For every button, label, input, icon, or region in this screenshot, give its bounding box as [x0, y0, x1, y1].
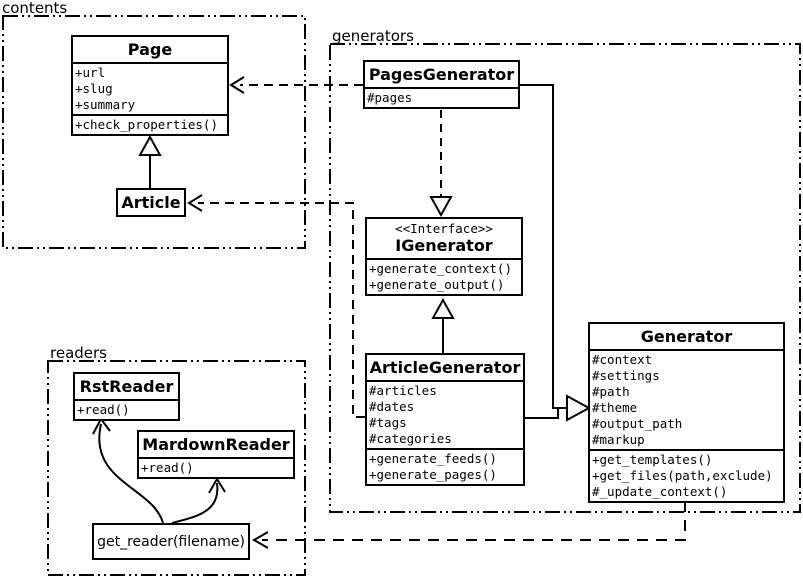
class-title-page: Page	[127, 40, 173, 59]
class-attributes-pagesgenerator: #pages	[365, 87, 518, 107]
class-member: +generate_feeds()	[369, 451, 497, 466]
class-attributes-generator: #context #settings #path #theme #output_…	[590, 349, 783, 449]
class-methods-generator: +get_templates() +get_files(path,exclude…	[590, 449, 783, 501]
class-member: #theme	[592, 400, 638, 415]
class-box-article: Article	[116, 188, 186, 217]
class-member: +generate_output()	[369, 277, 505, 292]
class-box-pagesgenerator: PagesGenerator #pages	[363, 60, 520, 109]
call-line-getreader-rstreader	[98, 423, 164, 524]
class-member: #dates	[369, 399, 415, 414]
class-member: +read()	[141, 460, 194, 475]
class-member: +get_templates()	[592, 452, 713, 467]
class-member: +get_files(path,exclude)	[592, 468, 773, 483]
package-label-readers: readers	[50, 344, 107, 362]
class-member: #context	[592, 352, 653, 367]
function-box-get-reader: get_reader(filename)	[92, 523, 250, 560]
class-member: +generate_pages()	[369, 467, 497, 482]
class-member: #tags	[369, 415, 407, 430]
call-line-getreader-mardownreader	[171, 482, 219, 524]
class-member: +check_properties()	[75, 117, 218, 132]
class-attributes-articlegenerator: #articles #dates #tags #categories	[367, 380, 523, 448]
class-title-article: Article	[121, 193, 181, 212]
class-member: +read()	[77, 402, 130, 417]
class-member: +slug	[75, 81, 113, 96]
class-title-articlegenerator: ArticleGenerator	[369, 358, 521, 377]
class-box-mardownreader: MardownReader +read()	[137, 430, 295, 479]
function-label-get-reader: get_reader(filename)	[97, 533, 245, 550]
inheritance-triangle-generator	[566, 394, 592, 422]
class-member: +summary	[75, 97, 136, 112]
dependency-arrowhead-article	[187, 194, 203, 212]
class-methods-articlegenerator: +generate_feeds() +generate_pages()	[367, 448, 523, 484]
class-box-page: Page +url +slug +summary +check_properti…	[71, 35, 229, 136]
class-title-igenerator: IGenerator	[395, 236, 493, 255]
class-title-rstreader: RstReader	[79, 377, 174, 396]
class-member: +url	[75, 65, 106, 80]
package-border-contents	[2, 15, 306, 249]
class-member: #settings	[592, 368, 660, 383]
package-border-readers	[47, 360, 306, 576]
dependency-arrowhead-getreader	[251, 531, 269, 549]
class-title-generator: Generator	[640, 327, 733, 346]
class-member: #_update_context()	[592, 484, 728, 499]
inheritance-line-articlegenerator-generator	[525, 407, 566, 419]
class-title-pagesgenerator: PagesGenerator	[368, 65, 515, 84]
inheritance-triangle-igenerator-bottom	[431, 297, 455, 319]
class-box-igenerator: <<Interface>> IGenerator +generate_conte…	[365, 217, 523, 296]
class-member: #output_path	[592, 416, 683, 431]
inheritance-triangle-article-page	[138, 134, 162, 156]
class-member: #articles	[369, 383, 437, 398]
realization-triangle-igenerator-top	[429, 196, 453, 218]
class-member: #categories	[369, 431, 452, 446]
package-label-contents: contents	[2, 0, 68, 17]
dependency-line-articlegenerator-article	[198, 202, 365, 418]
class-box-generator: Generator #context #settings #path #them…	[588, 322, 785, 503]
class-methods-rstreader: +read()	[75, 399, 178, 419]
class-stereotype-igenerator: <<Interface>>	[395, 221, 493, 236]
dependency-line-generator-getreader	[262, 501, 686, 541]
class-member: +generate_context()	[369, 261, 512, 276]
package-border-generators	[329, 43, 801, 513]
inheritance-line-pagesgenerator-generator	[520, 84, 566, 409]
class-member: #path	[592, 384, 630, 399]
package-label-generators: generators	[332, 27, 414, 45]
class-title-mardownreader: MardownReader	[142, 435, 290, 454]
class-methods-igenerator: +generate_context() +generate_output()	[367, 258, 521, 294]
class-methods-page: +check_properties()	[73, 114, 227, 134]
class-methods-mardownreader: +read()	[139, 457, 293, 477]
class-attributes-page: +url +slug +summary	[73, 62, 227, 114]
class-box-articlegenerator: ArticleGenerator #articles #dates #tags …	[365, 353, 525, 486]
class-member: #markup	[592, 432, 645, 447]
class-member: #pages	[367, 90, 413, 105]
dependency-arrowhead-page	[229, 76, 245, 94]
class-box-rstreader: RstReader +read()	[73, 372, 180, 421]
call-arrowhead-mardownreader	[208, 477, 226, 494]
